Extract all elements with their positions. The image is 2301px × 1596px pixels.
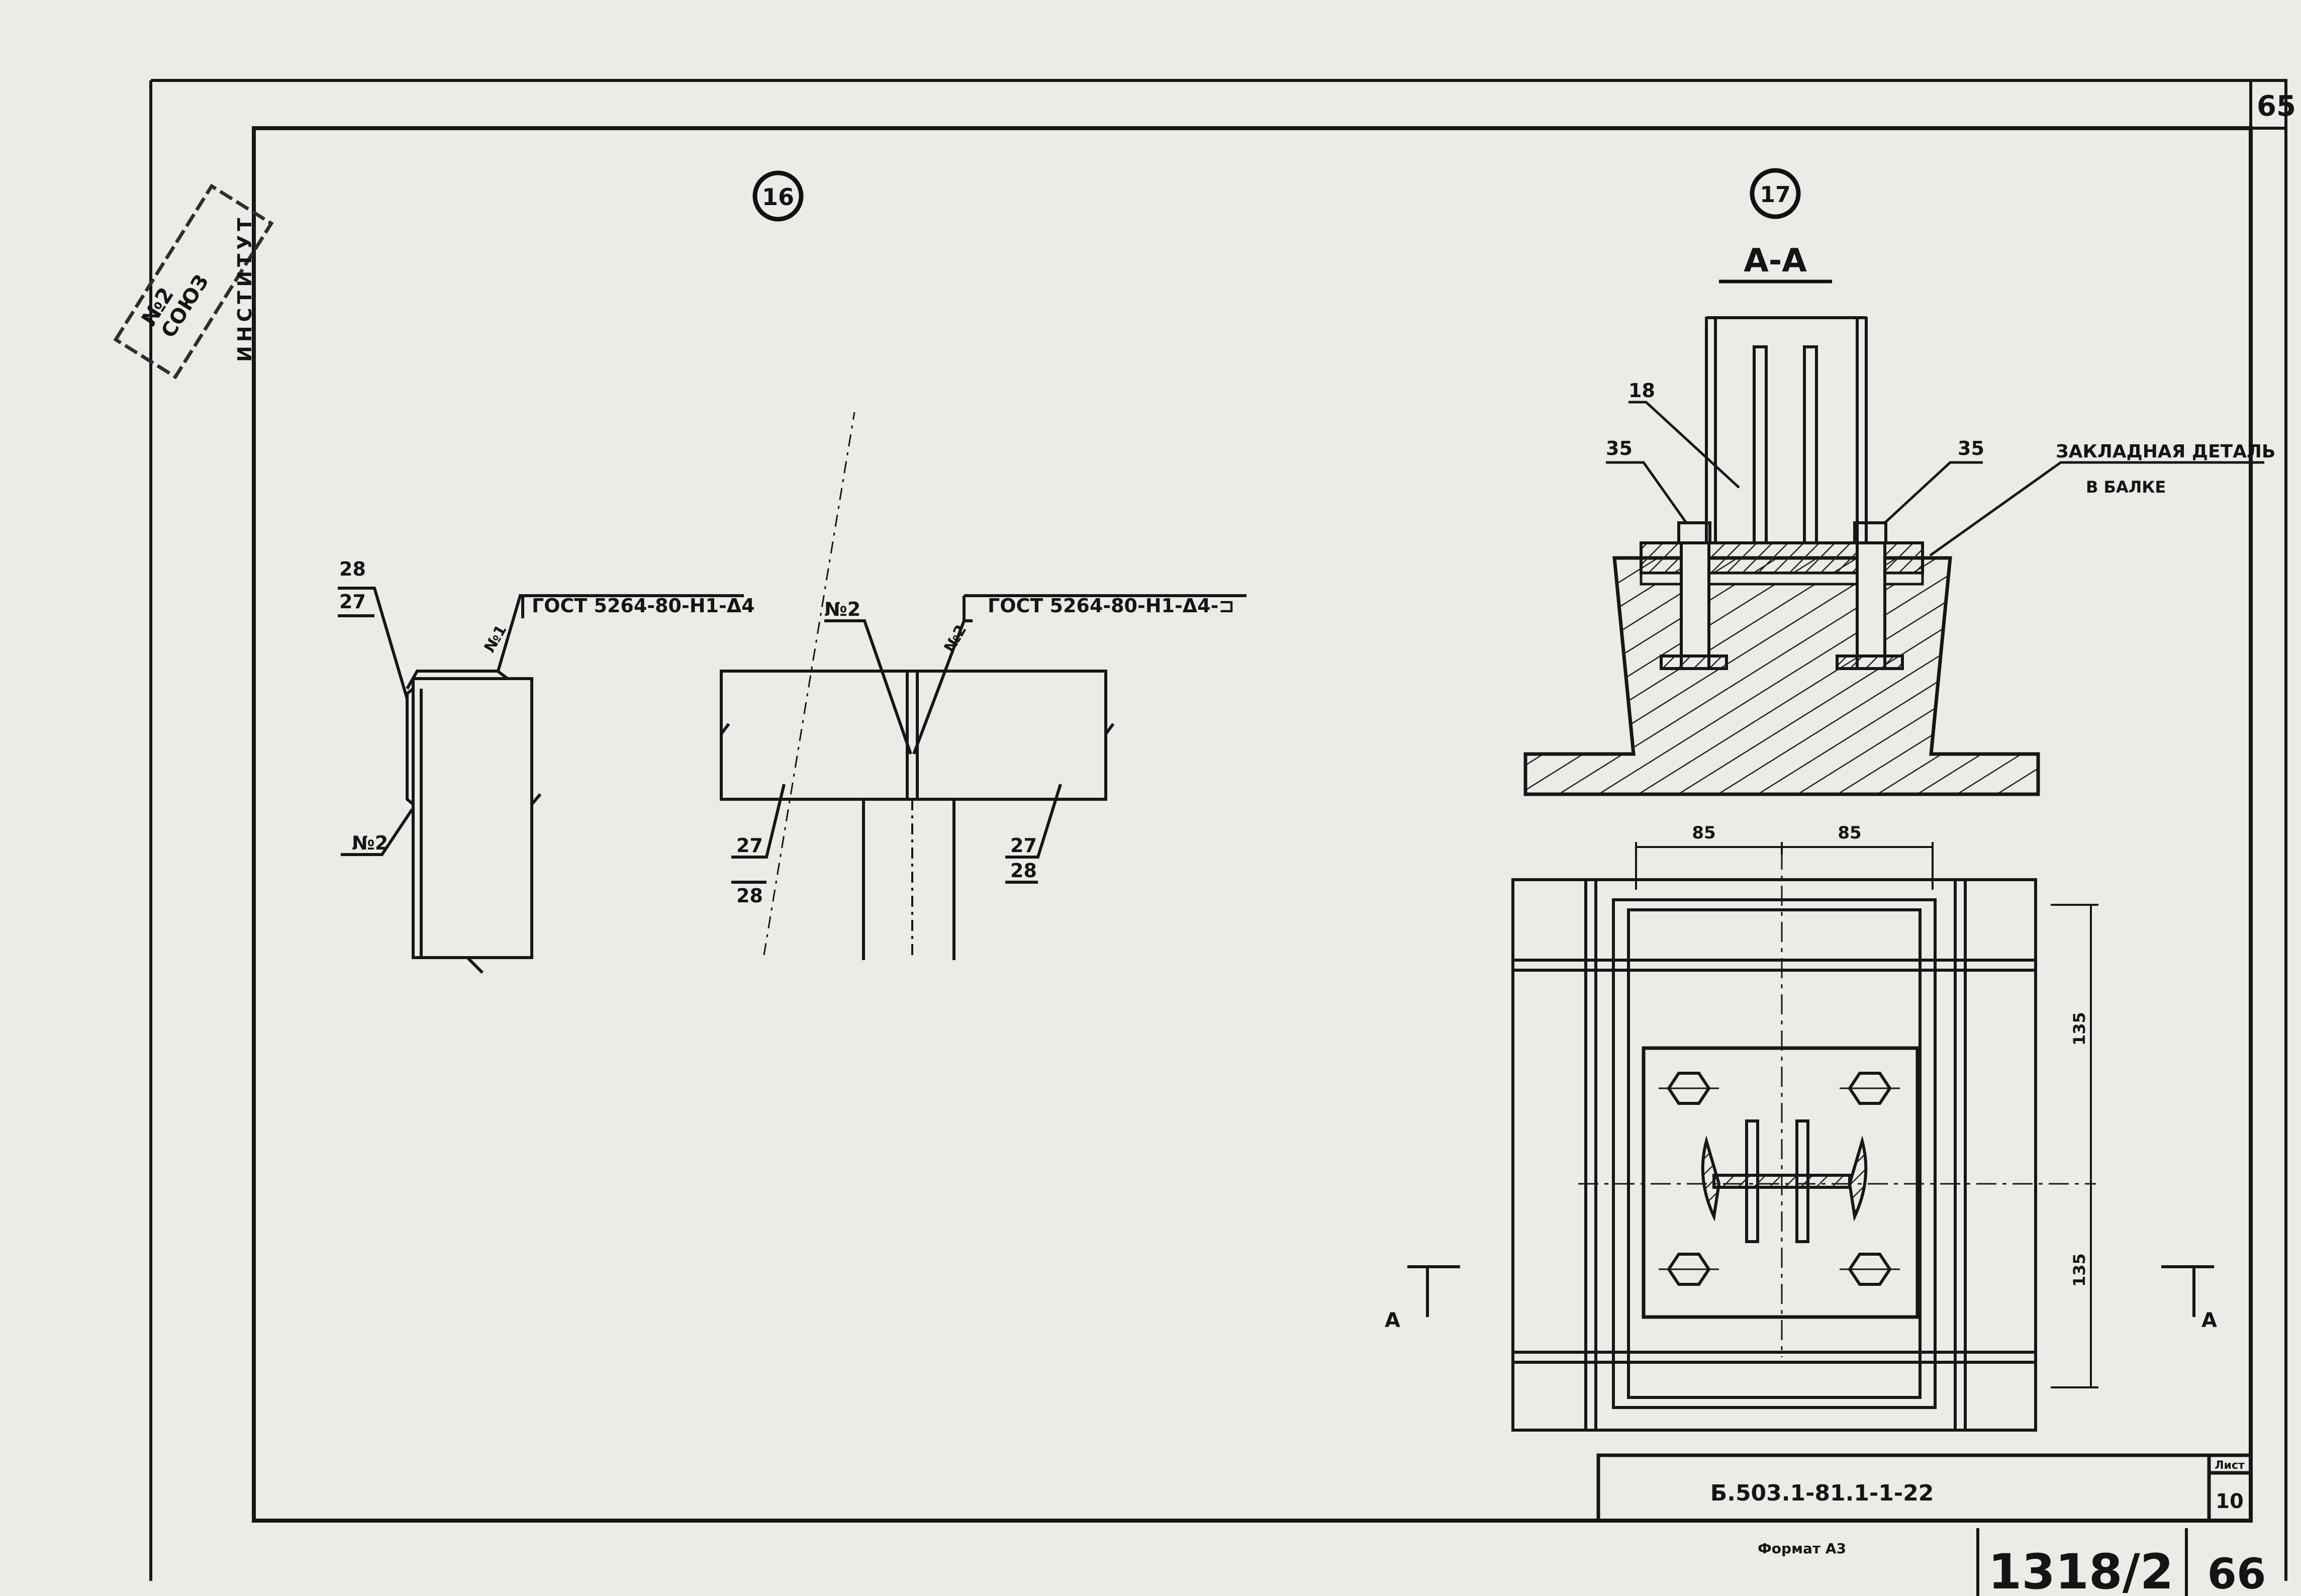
section-mark-left: А (1385, 1309, 1400, 1332)
sheet-header: Лист (2215, 1459, 2245, 1472)
node16-left-view (338, 587, 744, 974)
anchor-bolt-left (1660, 521, 1728, 670)
archive-box (1976, 1528, 2188, 1596)
node16-number: 16 (762, 183, 794, 211)
node16-right-right-top: 27 (1010, 834, 1037, 857)
node16-marker: 16 (752, 170, 804, 222)
anchor-bolt-right (1836, 521, 1904, 670)
embedded-part-line2: В БАЛКЕ (2086, 478, 2166, 497)
node16-left-callout-top: 28 (339, 558, 366, 580)
archive-page: 66 (2208, 1549, 2266, 1596)
node17-number: 17 (1760, 182, 1790, 208)
format-label: Формат А3 (1758, 1540, 1846, 1557)
designation: Б.503.1-81.1-1-22 (1710, 1480, 1934, 1506)
node16-right-gost: ГОСТ 5264-80-Н1-Δ4-⊐ (988, 595, 1234, 617)
node16-right-weld-left: №2 (824, 598, 860, 620)
node16-right-right-bottom: 28 (1010, 860, 1037, 882)
node16-right-left-top: 27 (736, 834, 763, 857)
plan-view (1407, 842, 2214, 1432)
sheet-number: 10 (2216, 1490, 2244, 1513)
section-leaders (1606, 401, 2264, 557)
node16-left-callout-bottom: 27 (339, 591, 366, 613)
corner-number: 65 (2257, 90, 2296, 123)
dim-left-85: 85 (1692, 823, 1715, 843)
section-mark-right: А (2201, 1309, 2217, 1332)
steel-column (1705, 316, 1868, 544)
node16-left-weld-callout: №2 (352, 832, 388, 854)
section-pos-right: 35 (1958, 437, 1984, 459)
node16-right-view (720, 412, 1247, 960)
node16-right-left-bottom: 28 (736, 885, 763, 907)
node16-left-gost: ГОСТ 5264-80-Н1-Δ4 (532, 595, 755, 617)
sheet-frame (149, 79, 2287, 1581)
section-title: А-А (1744, 242, 1807, 279)
section-aa (1523, 316, 2264, 796)
node17-marker: 17 (1750, 168, 1801, 219)
section-pos-left: 35 (1606, 437, 1633, 459)
title-block (1596, 1453, 2253, 1523)
dim-lower-135: 135 (2070, 1253, 2089, 1287)
base-plate (1640, 572, 1924, 586)
dim-right-85: 85 (1838, 823, 1861, 843)
concrete-beam (1523, 556, 2040, 796)
section-pos-column: 18 (1628, 380, 1655, 402)
stamp-institute: ИНСТИТУТ (234, 214, 256, 362)
dim-upper-135: 135 (2070, 1012, 2089, 1046)
embedded-part-line1: ЗАКЛАДНАЯ ДЕТАЛЬ (2056, 441, 2275, 462)
archive-number: 1318/2 (1988, 1544, 2173, 1596)
